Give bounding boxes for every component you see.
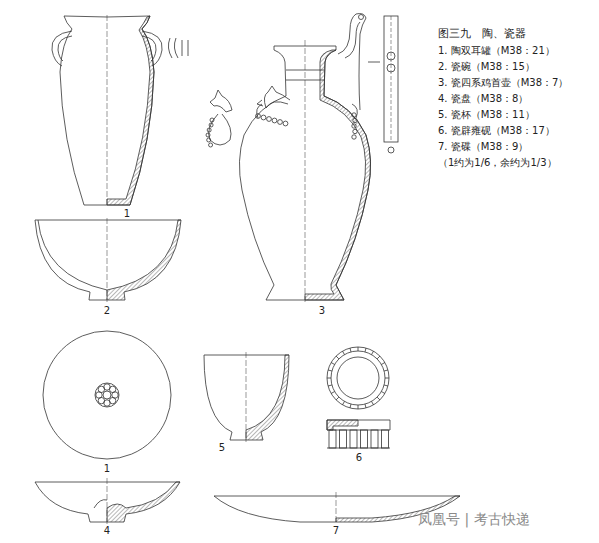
chicken-head-ewer: [206, 14, 398, 301]
legend-line: 4. 瓷盘（M38：8）: [438, 93, 528, 105]
figure-number: 2: [104, 305, 110, 317]
figure-number: 5: [219, 442, 225, 454]
figure-number: 4: [104, 525, 110, 537]
figure-number: 1: [104, 463, 110, 475]
watermark: 凤凰号 | 考古快递: [418, 511, 530, 528]
figure-number: 1: [124, 208, 130, 220]
legend-line: 5. 瓷杯（M38：11）: [438, 109, 535, 121]
legend-line: 3. 瓷四系鸡首壶（M38：7）: [438, 77, 568, 89]
double-eared-jar: [52, 16, 188, 205]
legend-line: 2. 瓷碗（M38：15）: [438, 61, 535, 73]
figure-number: 6: [356, 452, 362, 464]
inkstone: [327, 347, 390, 448]
legend-line: 7. 瓷碟（M38：9）: [438, 141, 528, 153]
bowl: [35, 220, 181, 300]
legend-line: 6. 瓷辟雍砚（M38：17）: [438, 125, 555, 137]
plate-top-view: [43, 331, 171, 459]
plate-profile: [35, 482, 180, 522]
scale-note: （1约为1/6，余约为1/3）: [438, 157, 557, 169]
figure-number: 7: [333, 525, 339, 537]
legend-line: 1. 陶双耳罐（M38：21）: [438, 45, 555, 57]
cup: [204, 355, 289, 440]
figure-title: 图三九 陶、瓷器: [438, 27, 526, 40]
figure-number: 3: [319, 305, 325, 317]
